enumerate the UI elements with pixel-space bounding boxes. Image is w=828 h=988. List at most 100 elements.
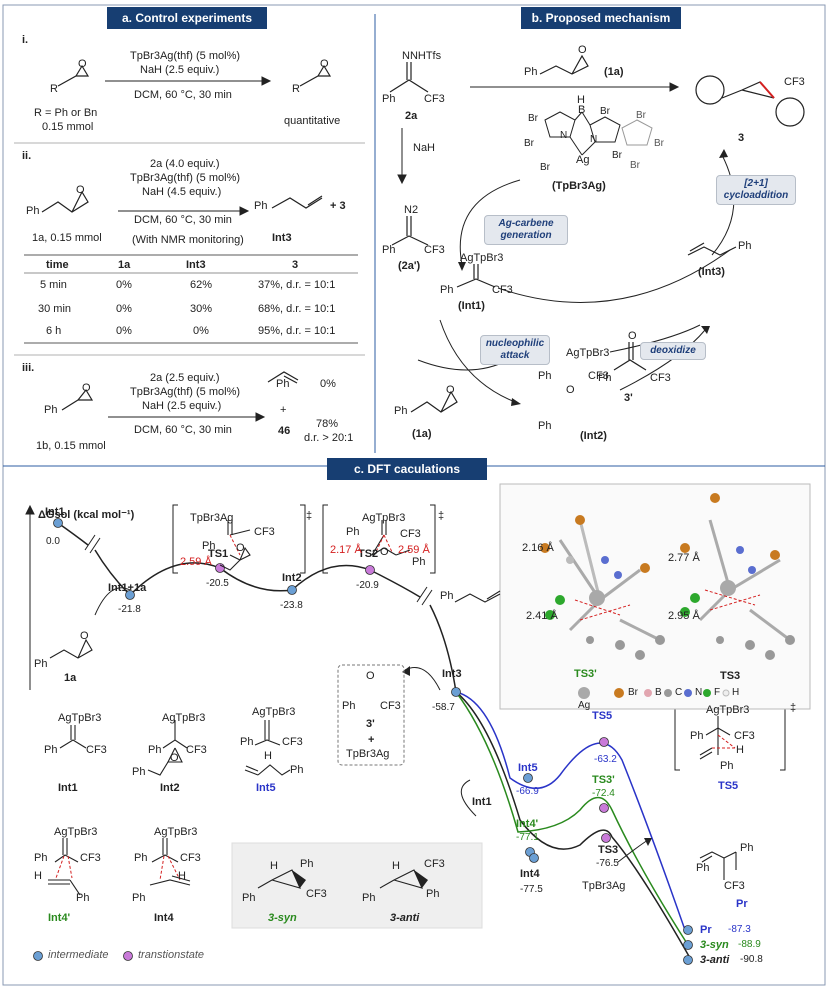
- s-int5-h: H: [264, 750, 272, 762]
- table-cell: 0%: [193, 325, 209, 337]
- tag-cycloaddition: [2+1] cycloaddition: [716, 175, 796, 205]
- i-amount: 0.15 mmol: [42, 121, 94, 133]
- dft-value-ts3: -76.5: [596, 858, 619, 869]
- s-int5-ph: Ph: [240, 736, 254, 748]
- tpbr3ag-skeleton: [544, 111, 653, 156]
- dft-label-ts3: TS3: [598, 844, 619, 856]
- table-cell: 68%, d.r. = 10:1: [258, 303, 336, 315]
- ts2-ph2: Ph: [412, 556, 426, 568]
- product-3-skeleton: [695, 75, 805, 127]
- s-ts5-label: TS5: [718, 780, 739, 792]
- node-3-syn: [683, 940, 693, 950]
- dft-value-int4p: -77.1: [516, 832, 539, 843]
- box3p-cf3: CF3: [380, 700, 401, 712]
- dft-value-ts1: -20.5: [206, 578, 229, 589]
- tp-br: Br: [600, 106, 610, 117]
- s-int5-ph2: Ph: [290, 764, 304, 776]
- product-3-red-bond: [759, 81, 775, 99]
- mech-int2-cf3: CF3: [588, 370, 609, 382]
- s-ts5-ph2: Ph: [720, 760, 734, 772]
- ii-ph-sub: Ph: [26, 205, 40, 217]
- ts2-cf3: CF3: [400, 528, 421, 540]
- s-int4p-h: H: [34, 870, 42, 882]
- legend-br: Br: [628, 687, 638, 698]
- s-anti-ph2: Ph: [426, 888, 440, 900]
- s-ts5-ag: AgTpBr3: [706, 704, 750, 716]
- anti-wedge: [414, 870, 428, 888]
- dft-label-int5: Int5: [518, 762, 538, 774]
- dft-int3-ph: Ph: [440, 590, 454, 602]
- ts1-ag: TpBr3Ag: [190, 512, 234, 524]
- i-r-sub: R: [50, 83, 58, 95]
- roman-i: i.: [22, 34, 29, 46]
- ts-red-dashes: [55, 534, 736, 881]
- xray-d3: 2.77 Å: [668, 552, 700, 564]
- table-header-int3: Int3: [186, 259, 206, 271]
- energy-path-blue: [455, 691, 686, 931]
- xray-ts3-label: TS3: [720, 670, 741, 682]
- ts3p-model: [540, 515, 665, 660]
- node-int2: [287, 585, 297, 595]
- mech-int1-cf3: CF3: [492, 284, 513, 296]
- i-result: quantitative: [284, 115, 341, 127]
- tp-label: (TpBr3Ag): [552, 180, 606, 192]
- mech-1a-top-ph: Ph: [524, 66, 538, 78]
- dft-axis-breaks: [84, 534, 433, 606]
- mech-2ap-cf3: CF3: [424, 244, 445, 256]
- node-int4: [529, 853, 539, 863]
- dft-label-int1: Int1: [45, 506, 65, 518]
- mech-int2-o: O: [566, 384, 575, 396]
- box-3-isomers: [231, 842, 483, 929]
- tag-nucleophilic-attack: nucleophilic attack: [480, 335, 550, 365]
- mech-1a-bot-o: O: [446, 384, 455, 396]
- ii-cond-1: TpBr3Ag(thf) (5 mol%): [130, 172, 241, 184]
- node-ts2: [365, 565, 375, 575]
- tp-h: H: [577, 94, 585, 106]
- i-r-prod: R: [292, 83, 300, 95]
- table-header-time: time: [46, 259, 69, 271]
- table-cell: 62%: [190, 279, 213, 291]
- mech-2a-ph: Ph: [382, 93, 396, 105]
- s-int4p-ag: AgTpBr3: [54, 826, 98, 838]
- dft-value-3-anti: -90.8: [740, 954, 763, 965]
- s-int4p-cf3: CF3: [80, 852, 101, 864]
- s-pr-ph: Ph: [696, 862, 710, 874]
- table-cell: 30 min: [38, 303, 72, 315]
- xray-d1: 2.16 Å: [522, 542, 554, 554]
- s-int1-ag: AgTpBr3: [58, 712, 102, 724]
- s-int4-ph: Ph: [134, 852, 148, 864]
- dft-value-int5: -66.9: [516, 786, 539, 797]
- legend-b: B: [655, 687, 662, 698]
- s-int2-ag: AgTpBr3: [162, 712, 206, 724]
- s-int4p-ph2: Ph: [76, 892, 90, 904]
- panel-c-title: c. DFT caculations: [327, 458, 487, 480]
- s-int4-cf3: CF3: [180, 852, 201, 864]
- legend-intermediate: intermediate: [48, 949, 109, 961]
- mech-1a-bot-ph: Ph: [394, 405, 408, 417]
- legend-c: C: [675, 687, 683, 698]
- node-ts5: [599, 737, 609, 747]
- xray-d4: 2.95 Å: [668, 610, 700, 622]
- mech-1a-bot-label: (1a): [412, 428, 432, 440]
- s-anti-label: 3-anti: [390, 912, 420, 924]
- legend-node-ts: [123, 951, 133, 961]
- i-o-sub: O: [78, 58, 87, 70]
- node-int5: [523, 773, 533, 783]
- dft-tpag-release: TpBr3Ag: [582, 880, 626, 892]
- dft-nodes: [33, 518, 693, 965]
- legend-transition-state: transtionstate: [138, 949, 205, 961]
- ts2-distance-1: 2.17 Å: [330, 544, 362, 556]
- tp-ag: Ag: [576, 154, 590, 166]
- mech-3p-label: 3': [624, 392, 633, 404]
- dft-label-3-anti: 3-anti: [700, 954, 730, 966]
- s-int2-ph2: Ph: [132, 766, 146, 778]
- s-int4-ph2: Ph: [132, 892, 146, 904]
- s-int4-h: H: [178, 870, 186, 882]
- node-pr: [683, 925, 693, 935]
- mech-3p-cf3: CF3: [650, 372, 671, 384]
- dft-value-int1: 0.0: [46, 536, 60, 547]
- node-ts1: [215, 563, 225, 573]
- iii-o-sub: O: [82, 382, 91, 394]
- mech-int1-label: (Int1): [458, 300, 485, 312]
- i-cond-3: DCM, 60 °C, 30 min: [134, 89, 232, 101]
